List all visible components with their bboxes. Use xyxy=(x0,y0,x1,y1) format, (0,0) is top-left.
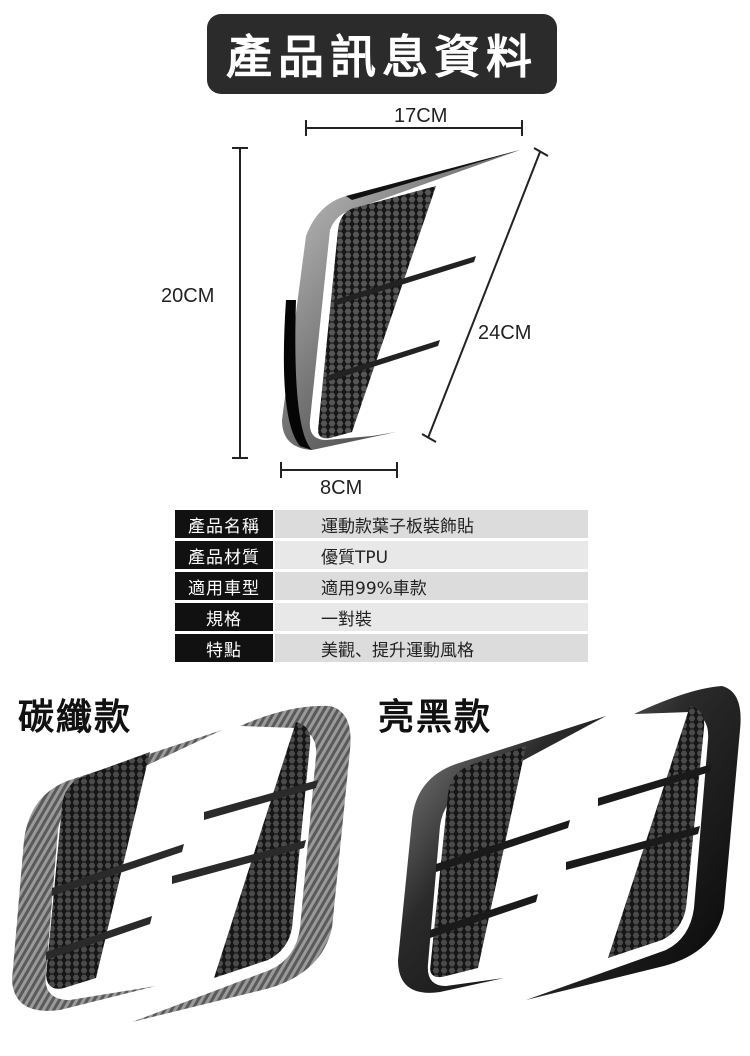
spec-row: 適用車型 適用99%車款 xyxy=(175,572,588,600)
spec-row: 產品名稱 運動款葉子板裝飾貼 xyxy=(175,510,588,538)
gloss-vent-left xyxy=(398,716,606,993)
spec-row: 產品材質 優質TPU xyxy=(175,541,588,569)
page-title: 產品訊息資料 xyxy=(226,30,538,84)
spec-key: 產品材質 xyxy=(175,541,273,569)
spec-value: 適用99%車款 xyxy=(275,572,588,600)
gloss-vent-right xyxy=(526,686,741,1000)
variant-label-carbon: 碳纖款 xyxy=(18,697,133,738)
spec-key: 適用車型 xyxy=(175,572,273,600)
spec-value: 美觀、提升運動風格 xyxy=(275,634,588,662)
spec-value: 運動款葉子板裝飾貼 xyxy=(275,510,588,538)
height-label: 20CM xyxy=(161,285,215,307)
spec-table: 產品名稱 運動款葉子板裝飾貼 產品材質 優質TPU 適用車型 適用99%車款 規… xyxy=(175,507,588,665)
spec-value: 優質TPU xyxy=(275,541,588,569)
spec-value: 一對裝 xyxy=(275,603,588,631)
spec-key: 特點 xyxy=(175,634,273,662)
spec-key: 規格 xyxy=(175,603,273,631)
dimension-diagram xyxy=(232,120,549,478)
variant-images xyxy=(12,686,741,1022)
base-label: 8CM xyxy=(320,477,363,499)
page-title-badge: 產品訊息資料 xyxy=(207,14,557,94)
variant-label-gloss: 亮黑款 xyxy=(378,697,493,738)
spec-row: 規格 一對裝 xyxy=(175,603,588,631)
spec-key: 產品名稱 xyxy=(175,510,273,538)
spec-row: 特點 美觀、提升運動風格 xyxy=(175,634,588,662)
carbon-vent-right xyxy=(132,705,351,1022)
width-label: 17CM xyxy=(394,105,448,127)
carbon-vent-left xyxy=(12,730,222,1011)
diagonal-label: 24CM xyxy=(478,322,532,344)
